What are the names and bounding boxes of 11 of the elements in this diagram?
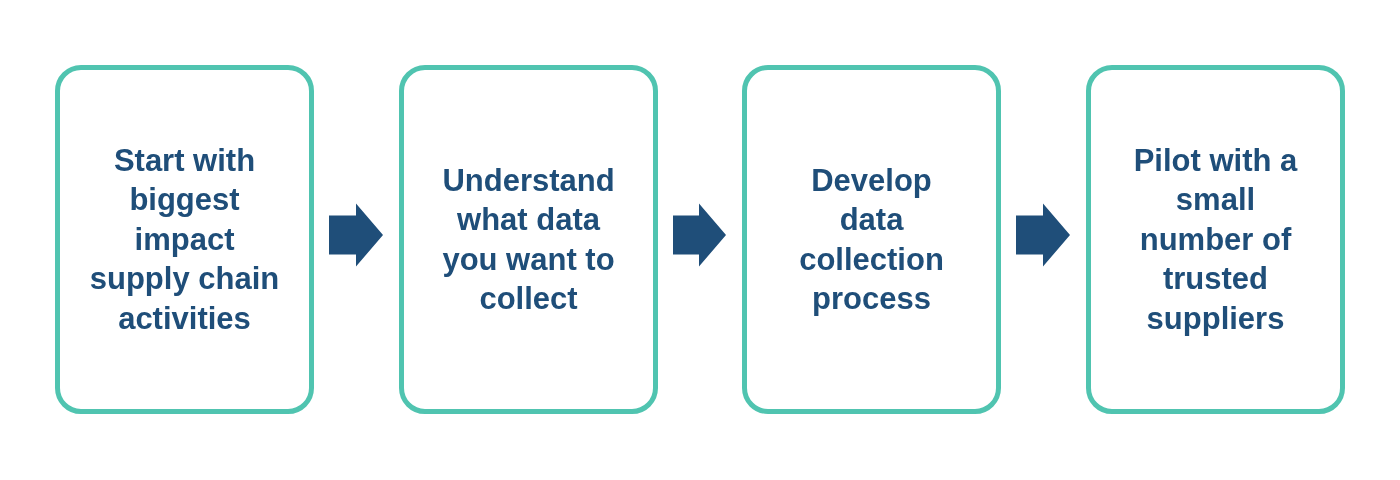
process-box xyxy=(55,65,314,414)
step-text: Develop data collection process xyxy=(798,161,945,318)
block-arrow xyxy=(329,203,383,267)
block-arrow xyxy=(1016,203,1070,267)
step-text: Start with biggest impact supply chain activities xyxy=(88,141,281,338)
block-arrow xyxy=(673,203,726,267)
process-box xyxy=(742,65,1001,414)
process-box xyxy=(1086,65,1345,414)
process-box xyxy=(399,65,658,414)
step-text: Understand what data you want to collect xyxy=(441,161,616,318)
step-text: Pilot with a small number of trusted suppliers xyxy=(1132,141,1299,338)
